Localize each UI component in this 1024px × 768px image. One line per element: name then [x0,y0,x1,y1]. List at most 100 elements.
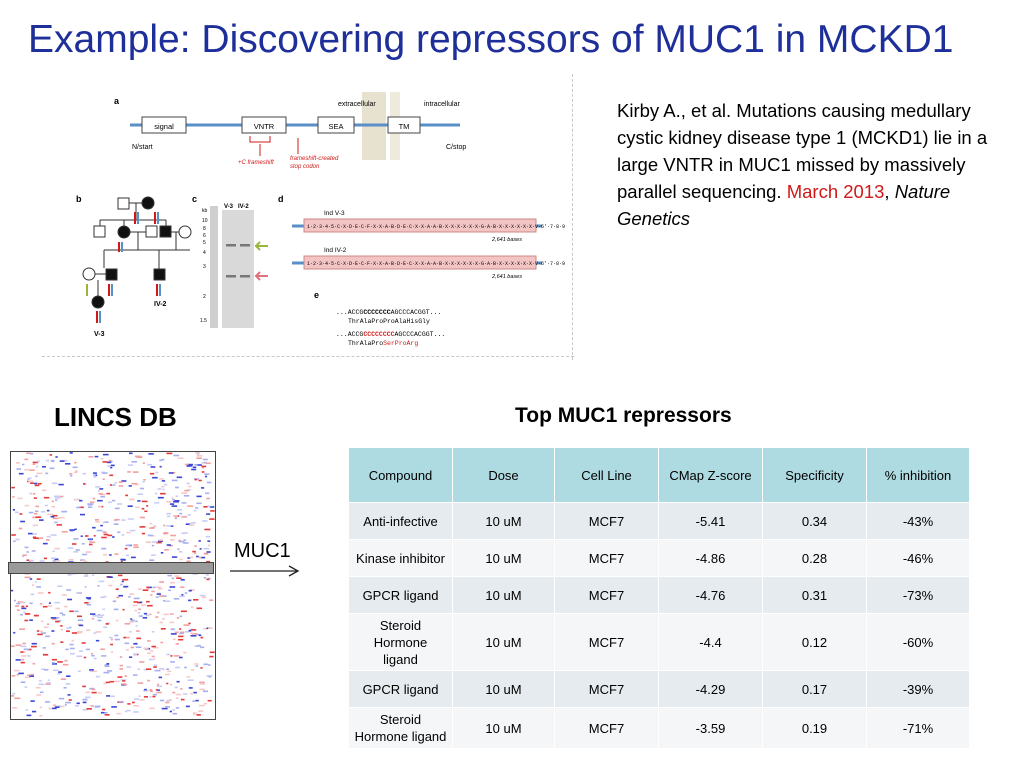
heatmap-cell [72,543,77,545]
heatmap-cell [95,675,101,678]
heatmap-cell [101,708,106,711]
frameshift-created-label: frameshift-created [290,156,339,162]
heatmap-cell [184,666,187,669]
heatmap-cell [24,686,28,688]
heatmap-cell [37,537,40,540]
heatmap-cell [114,680,120,683]
heatmap-cell [22,651,26,653]
heatmap-cell [194,464,198,466]
heatmap-cell [202,596,207,599]
heatmap-cell [149,613,152,616]
heatmap-cell [29,578,33,580]
heatmap-cell [61,594,67,596]
heatmap-cell [95,474,98,476]
heatmap-cell [139,526,146,528]
heatmap-cell [138,608,142,611]
heatmap-cell [93,632,97,634]
heatmap-cell [180,631,185,634]
heatmap-cell [147,652,151,655]
heatmap-cell [69,643,74,646]
heatmap-cell [103,533,109,536]
pedigree [82,196,192,309]
heatmap-cell [109,474,114,477]
heatmap-cell [44,669,49,671]
heatmap-cell [190,632,194,635]
heatmap-cell [179,595,185,598]
heatmap-cell [110,695,115,698]
heatmap-cell [110,638,113,641]
heatmap-cell [201,487,205,489]
heatmap-cell [157,689,160,691]
vntr-bar-iv2 [303,255,537,270]
n-start-label: N/start [132,144,153,151]
heatmap-cell [51,642,55,645]
heatmap-cell [22,554,27,556]
heatmap-cell [138,456,143,458]
heatmap-cell [146,668,152,670]
heatmap-cell [100,493,106,496]
heatmap-cell [36,460,40,463]
heatmap-cell [183,542,189,544]
heatmap-cell [82,698,88,701]
heatmap-cell [141,532,145,535]
heatmap-cell [190,669,195,671]
svg-text:8: 8 [203,226,206,232]
heatmap-cell [18,472,24,475]
panel-a-label: a [114,96,120,106]
heatmap-cell [40,603,43,605]
heatmap-cell [29,469,35,471]
aa-normal: ThrAlaProProAlaHisGly [348,318,430,325]
heatmap-cell [166,452,173,455]
cell-compound: Anti-infective [348,502,453,540]
heatmap-cell [95,631,102,633]
bases-iv2: 2,641 bases [491,274,522,280]
heatmap-cell [16,602,21,605]
heatmap-cell [125,494,128,497]
domain-signal [141,116,187,134]
heatmap-cell [133,643,138,645]
heatmap-cell [132,604,138,607]
heatmap-cell [163,524,166,527]
heatmap-cell [203,461,207,464]
heatmap-cell [203,702,208,705]
heatmap-cell [137,682,144,684]
heatmap-cell [51,630,55,632]
cell-z-score: -4.76 [658,576,763,614]
svg-text:5: 5 [203,240,206,246]
heatmap-cell [140,487,144,490]
heatmap-cell [97,585,100,587]
heatmap-cell [102,478,105,480]
heatmap-cell [202,466,205,469]
heatmap-cell [135,625,138,627]
heatmap-cell [170,655,173,657]
heatmap-cell [163,613,169,616]
heatmap-cell [188,463,193,466]
seq-mutant: ...ACCGCCCCCCCCAGCCCACGGT... [336,331,445,338]
cell-inhibition: -73% [866,576,970,614]
heatmap-cell [119,656,123,658]
heatmap-cell [207,675,213,677]
heatmap-cell [169,621,174,624]
heatmap-cell [166,501,172,503]
heatmap-cell [160,628,166,630]
heatmap-cell [100,457,104,460]
heatmap-cell [142,689,149,692]
heatmap-cell [81,543,85,545]
heatmap-cell [12,707,18,709]
heatmap-cell [133,705,139,707]
heatmap-cell [27,655,31,657]
heatmap-cell [46,535,51,538]
heatmap-cell [38,482,42,485]
heatmap-cell [45,635,50,638]
heatmap-cell [155,616,159,618]
heatmap-cell [94,519,99,521]
heatmap-cell [147,534,153,537]
cell-specificity: 0.19 [762,707,867,749]
heatmap-cell [199,548,202,550]
heatmap-cell [56,560,61,562]
heatmap-cell [32,710,37,713]
heatmap-cell [188,622,191,625]
heatmap-cell [51,662,55,664]
heatmap-cell [137,601,141,604]
heatmap-cell [93,476,97,478]
